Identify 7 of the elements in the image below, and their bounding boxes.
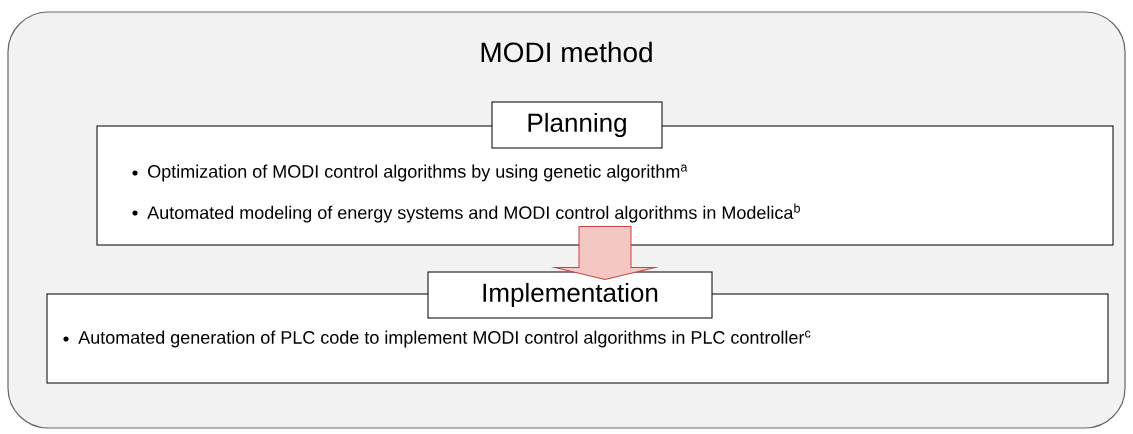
heading-tab: Planning <box>491 101 663 149</box>
bullet-text: Automated modeling of energy systems and MODI control algorithms in Modelica$^{b}$ <box>147 203 800 223</box>
bullet-text: Automated generation of PLC code to implement MODI control algorithms in PLC controller$^{c}$ <box>78 330 811 348</box>
block-arrow <box>554 226 656 280</box>
heading-tab: Implementation <box>427 271 713 319</box>
title: MODI method <box>481 41 652 63</box>
bullet-text: Optimization of MODI control algorithms by using genetic algorithm$^{a}$ <box>148 164 688 182</box>
